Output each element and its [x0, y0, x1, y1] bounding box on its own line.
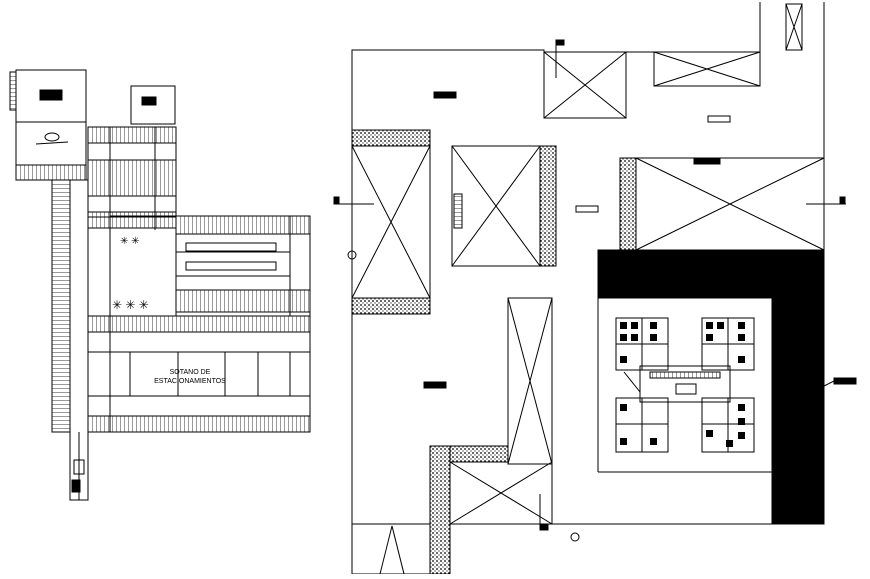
site-plan [333, 2, 857, 575]
basement-plan: ✳ ✳ ✳ ✳ ✳ [9, 69, 311, 501]
basement-label-line-2: ESTACIONAMIENTOS [154, 378, 226, 385]
small-block [130, 85, 176, 125]
h-shaped-building [615, 317, 755, 453]
building-connector [639, 365, 731, 403]
basement-label-line-1: SOTANO DE [170, 369, 211, 376]
svg-text:✳ ✳ ✳: ✳ ✳ ✳ [112, 298, 149, 312]
svg-text:✳ ✳: ✳ ✳ [120, 236, 140, 247]
ramp [51, 179, 71, 433]
